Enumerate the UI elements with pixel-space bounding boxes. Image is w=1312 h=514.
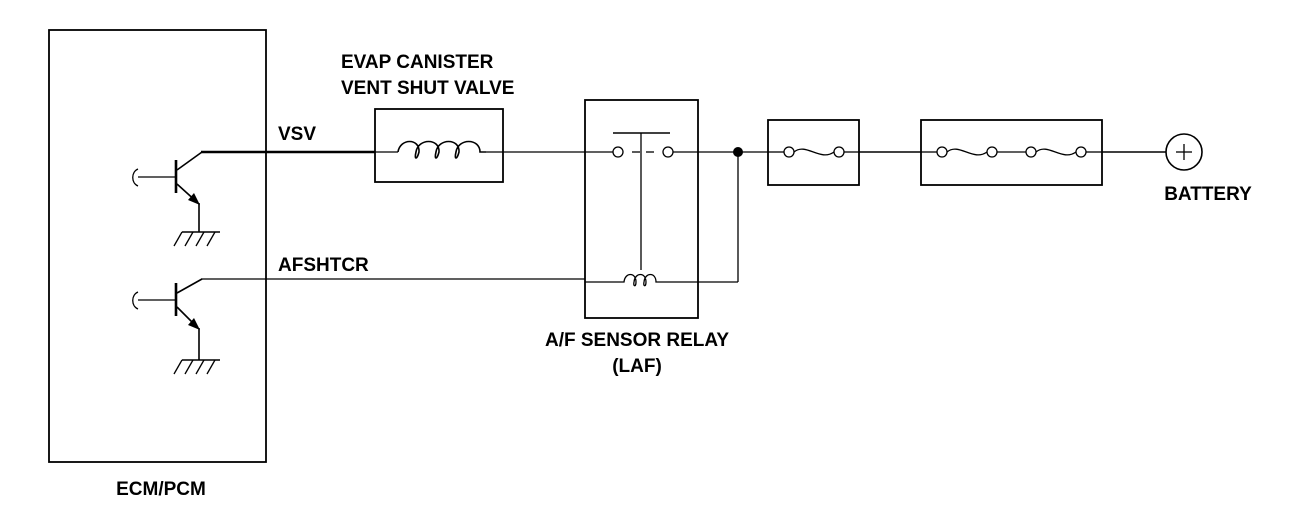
battery-label: BATTERY [1164, 184, 1252, 205]
afshtcr-driver-transistor [132, 278, 203, 360]
af-sensor-relay-box [584, 99, 699, 319]
relay-label-line1: A/F SENSOR RELAY [545, 330, 729, 351]
relay-coil [612, 273, 680, 287]
junction-dot [733, 147, 743, 157]
relay-contacts [585, 132, 698, 270]
relay-label-line2: (LAF) [612, 356, 662, 377]
ecm-pcm-box [48, 29, 267, 463]
ground-symbol-2 [173, 359, 220, 375]
fuse-1 [768, 146, 859, 158]
evap-valve-box [374, 108, 504, 183]
ecm-pcm-label: ECM/PCM [116, 479, 206, 500]
afshtcr-label: AFSHTCR [278, 255, 369, 276]
fuse-3 [1025, 146, 1102, 158]
evap-valve-coil [397, 140, 486, 159]
vsv-driver-transistor [132, 151, 203, 232]
ground-symbol-1 [173, 231, 220, 247]
afshtcr-wire [201, 152, 739, 283]
evap-label-line1: EVAP CANISTER [341, 52, 494, 73]
battery-terminal [1165, 133, 1203, 171]
evap-label-line2: VENT SHUT VALVE [341, 78, 514, 99]
fuse-2 [921, 146, 1026, 158]
vsv-label: VSV [278, 124, 316, 145]
